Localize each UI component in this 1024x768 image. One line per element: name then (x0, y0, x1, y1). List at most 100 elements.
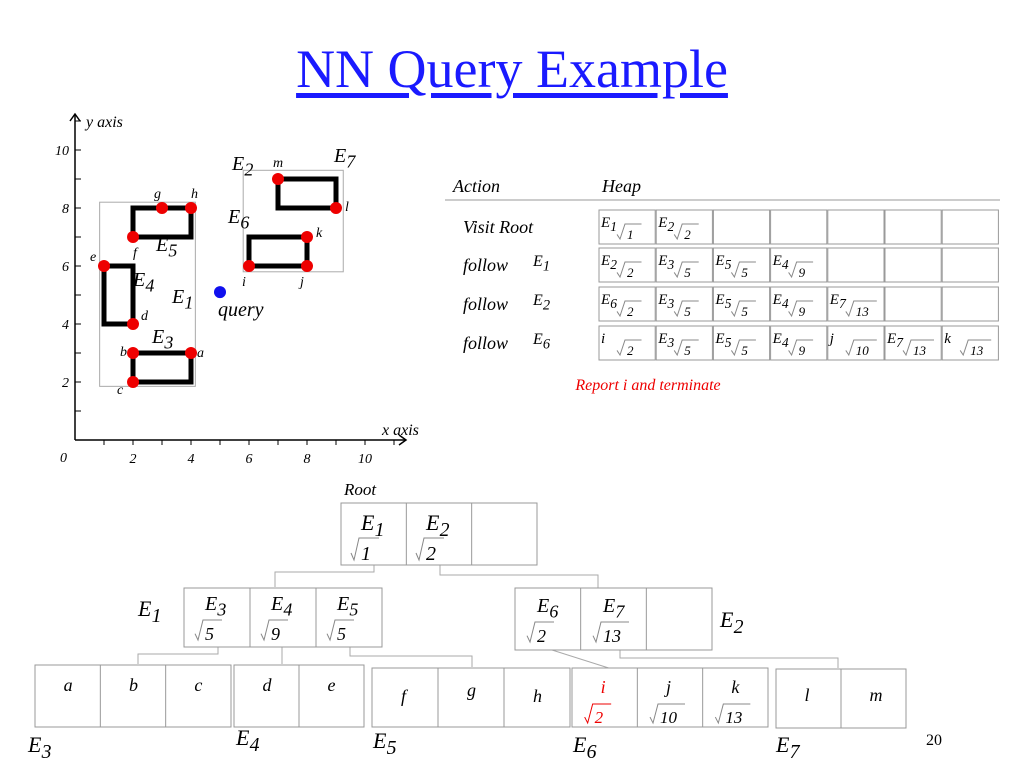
heap-entry-dist-value: 5 (684, 304, 691, 319)
heap-entry-dist-radical (673, 300, 699, 318)
y-tick-label: 4 (62, 318, 69, 333)
heap-entry-dist: 2 (616, 339, 642, 358)
e1-entry-1-dist: 9 (260, 619, 288, 644)
point-label-b: b (120, 345, 127, 360)
heap-entry-label: k (944, 331, 951, 347)
heap-cell (941, 286, 999, 322)
heap-entry: k 13 (944, 331, 992, 358)
root-entry-0-dist-radical (350, 537, 379, 562)
heap-entry-dist-value: 5 (684, 343, 691, 358)
leaf-label-e6-sub: 6 (587, 741, 597, 763)
heap-entry-dist: 2 (616, 300, 642, 319)
heap-entry-dist: 10 (845, 339, 877, 358)
data-point-l (330, 202, 342, 214)
root-entry-1-dist-radical (415, 537, 444, 562)
heap-entry-label-letter: E (714, 331, 724, 347)
heap-action-entry-letter: E (532, 253, 543, 270)
heap-entry-label-sub: 7 (896, 335, 904, 350)
heap-entry-dist-value: 1 (627, 227, 634, 242)
node-e1-frame (183, 587, 383, 648)
leaf-entry-m: m (870, 685, 883, 705)
heap-action-entry-sub: 1 (543, 258, 550, 274)
point-label-d: d (141, 309, 149, 324)
heap-entry-dist-radical (616, 261, 642, 279)
heap-entry-label-sub: 4 (782, 335, 789, 350)
heap-action-entry-sub: 2 (543, 297, 550, 313)
heap-entry-dist-value: 9 (799, 304, 806, 319)
heap-cell (884, 286, 942, 322)
heap-entry: j 10 (828, 331, 877, 358)
point-label-a: a (197, 346, 204, 361)
heap-cell (770, 325, 828, 361)
leaf-label-e4-letter: E (235, 725, 250, 750)
point-label-l: l (345, 200, 349, 215)
origin-label: 0 (60, 451, 67, 466)
point-label-c: c (117, 383, 124, 398)
heap-entry-label-letter: k (944, 331, 951, 347)
x-axis-arrow (398, 434, 408, 446)
root-entry-1-label-sub: 2 (440, 519, 450, 541)
region-label-e4-sub: 4 (145, 276, 154, 296)
region-label-e5-sub: 5 (168, 241, 177, 261)
data-point-h (185, 202, 197, 214)
heap-cell (770, 247, 828, 283)
heap-entry-dist-value: 2 (627, 304, 634, 319)
heap-cell (655, 209, 713, 245)
heap-entry-dist-radical (673, 339, 699, 357)
link-root-e2 (439, 565, 599, 588)
heap-entry-label-sub: 5 (725, 257, 732, 272)
region-label-e3-sub: 3 (163, 333, 173, 353)
heap-cell (770, 209, 828, 245)
heap-action-text: follow (463, 255, 508, 275)
heap-cell (712, 209, 771, 245)
heap-entry-dist-radical (845, 339, 877, 357)
mbr-e7 (275, 176, 339, 211)
heap-cell (655, 247, 713, 283)
heap-entry-dist-radical (730, 300, 756, 318)
point-label-e: e (90, 250, 96, 265)
heap-entry-label-letter: i (601, 331, 605, 347)
leaf-entry-dist-i: 2 (584, 703, 612, 727)
heap-entry-dist-value: 13 (970, 343, 984, 358)
heap-entry-dist-value: 2 (684, 227, 691, 242)
leaf-label-e7-letter: E (775, 732, 790, 757)
e1-entry-1-dist-radical (260, 619, 288, 642)
query-label: query (218, 299, 264, 321)
heap-entry-label-letter: j (828, 331, 834, 347)
heap-entry-dist: 5 (730, 339, 756, 358)
e2-entry-1-label-sub: 7 (615, 602, 625, 622)
leaf-entry-c: c (194, 675, 202, 695)
heap-entry-dist-value: 5 (741, 304, 748, 319)
heap-cell (884, 325, 942, 361)
leaf-entry-e: e (328, 675, 336, 695)
leaf-entry-dist-j-radical (649, 703, 685, 725)
data-point-f (127, 231, 139, 243)
leaf-entry-dist-k-radical (714, 703, 751, 725)
heap-entry-dist: 13 (902, 339, 934, 358)
slide-title: NN Query Example (296, 39, 728, 99)
heap-cell (712, 325, 771, 361)
data-point-c (127, 376, 139, 388)
x-axis-label: x axis (381, 422, 419, 439)
e2-entry-0-dist: 2 (526, 621, 554, 646)
heap-entry-label-letter: E (714, 292, 724, 308)
heap-cell (598, 325, 656, 361)
heap-entry-dist-radical (730, 261, 756, 279)
